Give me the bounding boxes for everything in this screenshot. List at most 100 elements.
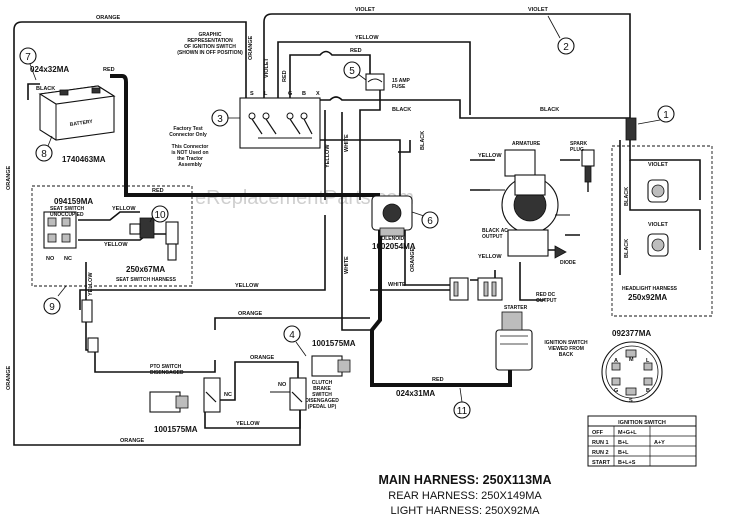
callout-4: 4 [283, 325, 307, 357]
table-cell: A+Y [654, 440, 665, 446]
caption: REPRESENTATION [187, 38, 233, 44]
wire-label: YELLOW [104, 242, 128, 248]
ign-back-terminal: S [629, 398, 633, 404]
svg-text:1: 1 [663, 110, 669, 121]
wire-label: YELLOW [478, 254, 502, 260]
rear-harness-connector-2 [87, 337, 99, 353]
part-number: 024x32MA [30, 65, 69, 74]
wire-label: RED [152, 188, 164, 194]
wire-label: ORANGE [96, 15, 120, 21]
rear-harness-title: REAR HARNESS: 250X149MA [388, 490, 542, 502]
main-harness-title: MAIN HARNESS: 250X113MA [379, 473, 552, 487]
wire-label: VIOLET [528, 7, 549, 13]
ign-back-terminal: M [629, 357, 634, 363]
wire-label: YELLOW [325, 144, 331, 168]
starter-connectors [449, 277, 503, 301]
ign-terminal: G [288, 91, 292, 97]
svg-text:10: 10 [154, 210, 166, 221]
caption: is NOT Used on [171, 150, 208, 156]
wire-label: ORANGE [6, 366, 12, 390]
caption: 15 AMP [392, 78, 411, 84]
caption: FUSE [392, 84, 406, 90]
caption: SEAT SWITCH HARNESS [116, 277, 177, 283]
rear-harness-connector [81, 299, 93, 323]
callout-9: 9 [43, 285, 67, 315]
caption: DISENGAGED [150, 370, 184, 376]
svg-text:11: 11 [457, 406, 468, 417]
wires [13, 13, 701, 446]
caption: BACK [559, 352, 574, 358]
callout-11: 11 [453, 387, 471, 419]
caption: UNOCCUPIED [50, 212, 84, 218]
clutch-brake-switch [270, 355, 351, 411]
part-number: 092377MA [612, 329, 651, 338]
wire-label: VIOLET [648, 162, 669, 168]
pto-switch [149, 377, 221, 413]
seat-switch [43, 211, 77, 249]
callout-10: 10 [149, 205, 169, 223]
wire-label: RED [103, 67, 115, 73]
part-number: 250x92MA [628, 293, 667, 302]
wire-label: BLACK [540, 107, 559, 113]
svg-text:5: 5 [349, 66, 355, 77]
caption: SEAT SWITCH [50, 206, 84, 212]
caption: BLACK AC [482, 228, 508, 234]
caption: OUTPUT [536, 298, 557, 304]
wire-label: BLACK [624, 239, 630, 258]
part-number: 1740463MA [62, 155, 106, 164]
factory-test-connector [165, 221, 179, 261]
battery-label: BATTERY [69, 119, 93, 128]
terminal-label: NO [46, 256, 55, 262]
ign-back-terminal: G [614, 388, 618, 394]
caption: VIEWED FROM [548, 346, 584, 352]
part-number: 1001575MA [312, 339, 356, 348]
callout-7: 7 [19, 47, 37, 81]
caption: PTO SWITCH [150, 364, 182, 370]
table-cell: M+G+L [618, 430, 637, 436]
table-cell: B+L [618, 450, 629, 456]
wire-label: WHITE [388, 282, 406, 288]
wire-label: VIOLET [648, 222, 669, 228]
ignition-switch-table: IGNITION SWITCH OFF M+G+L RUN 1 B+L A+Y … [587, 415, 697, 467]
wire-label: ORANGE [410, 248, 416, 272]
headlight-harness-box [611, 145, 713, 317]
wire-label: YELLOW [235, 283, 259, 289]
caption: (PEDAL UP) [308, 404, 337, 410]
callout-6: 6 [411, 211, 439, 229]
caption: DIODE [560, 260, 577, 266]
table-cell: RUN 2 [592, 450, 609, 456]
headlight-connector [625, 117, 637, 141]
callout-3: 3 [211, 109, 240, 127]
wire-label: YELLOW [236, 421, 260, 427]
wire-label: BLACK [420, 131, 426, 150]
wire-label: ORANGE [6, 166, 12, 190]
caption: SPARK [570, 141, 588, 147]
caption: (SHOWN IN OFF POSITION) [177, 50, 243, 56]
table-cell: START [592, 460, 611, 466]
terminal-label: NC [224, 392, 232, 398]
callouts: 1 2 3 4 5 6 7 [19, 15, 675, 419]
svg-text:4: 4 [289, 330, 295, 341]
caption: IGNITION SWITCH [544, 340, 588, 346]
battery: BATTERY [38, 85, 116, 141]
table-cell: B+L [618, 440, 629, 446]
caption: This Connector [172, 144, 209, 150]
wire-label: WHITE [344, 134, 350, 152]
svg-text:2: 2 [563, 42, 569, 53]
ign-terminal: L [264, 91, 268, 97]
wire-label: BLACK [36, 86, 55, 92]
svg-text:6: 6 [427, 216, 433, 227]
wire-label: BLACK [624, 187, 630, 206]
ign-back-terminal: L [646, 358, 650, 364]
svg-text:7: 7 [25, 52, 31, 63]
ign-back-terminal: A [614, 358, 618, 364]
part-number: 094159MA [54, 197, 93, 206]
table-cell: RUN 1 [592, 440, 609, 446]
wire-label: YELLOW [355, 35, 379, 41]
wire-label: VIOLET [264, 57, 270, 78]
wire-label: VIOLET [355, 7, 376, 13]
caption: Assembly [178, 162, 202, 168]
svg-text:3: 3 [217, 114, 223, 125]
solenoid [371, 195, 413, 237]
wire-label: BLACK [392, 107, 411, 113]
